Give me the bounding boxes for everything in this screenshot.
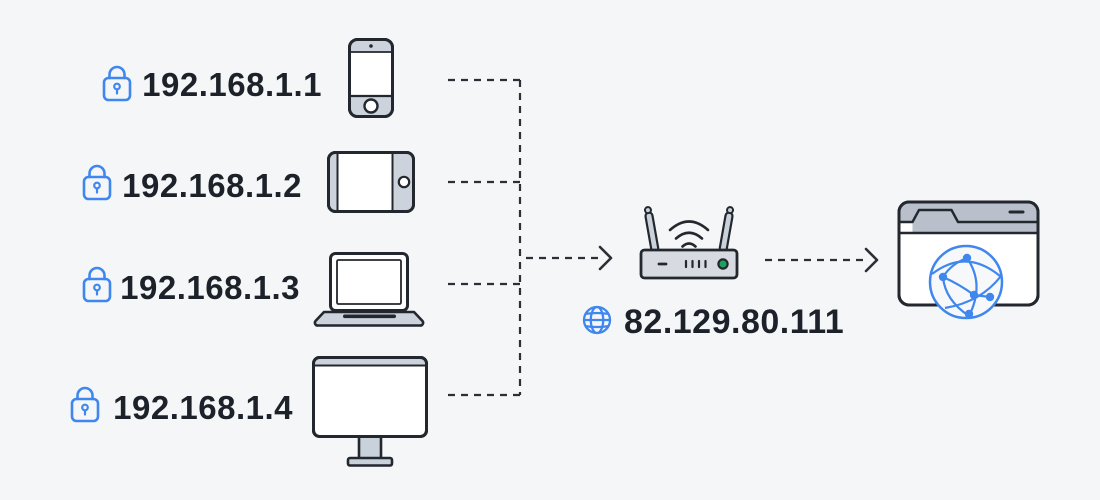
private-ip-label: 192.168.1.4 bbox=[113, 389, 293, 426]
tablet-icon bbox=[327, 151, 415, 213]
public-ip-label: 82.129.80.111 bbox=[624, 303, 845, 341]
network-globe bbox=[928, 244, 1004, 320]
private-ip-label: 192.168.1.1 bbox=[142, 66, 322, 103]
laptop-icon bbox=[313, 252, 425, 327]
wifi-router-icon bbox=[639, 206, 739, 280]
lock-icon bbox=[102, 65, 132, 102]
lock-icon bbox=[70, 386, 100, 423]
lock-icon bbox=[82, 164, 112, 201]
private-ip-label: 192.168.1.2 bbox=[122, 167, 302, 204]
browser-window-globe-icon bbox=[897, 200, 1040, 320]
status-led bbox=[717, 258, 729, 270]
desktop-monitor-icon bbox=[312, 356, 428, 467]
wifi-signal-arcs bbox=[668, 220, 710, 248]
globe-icon bbox=[582, 305, 612, 335]
lock-icon bbox=[82, 266, 112, 303]
smartphone-icon bbox=[348, 38, 394, 118]
private-ip-label: 192.168.1.3 bbox=[120, 269, 300, 306]
